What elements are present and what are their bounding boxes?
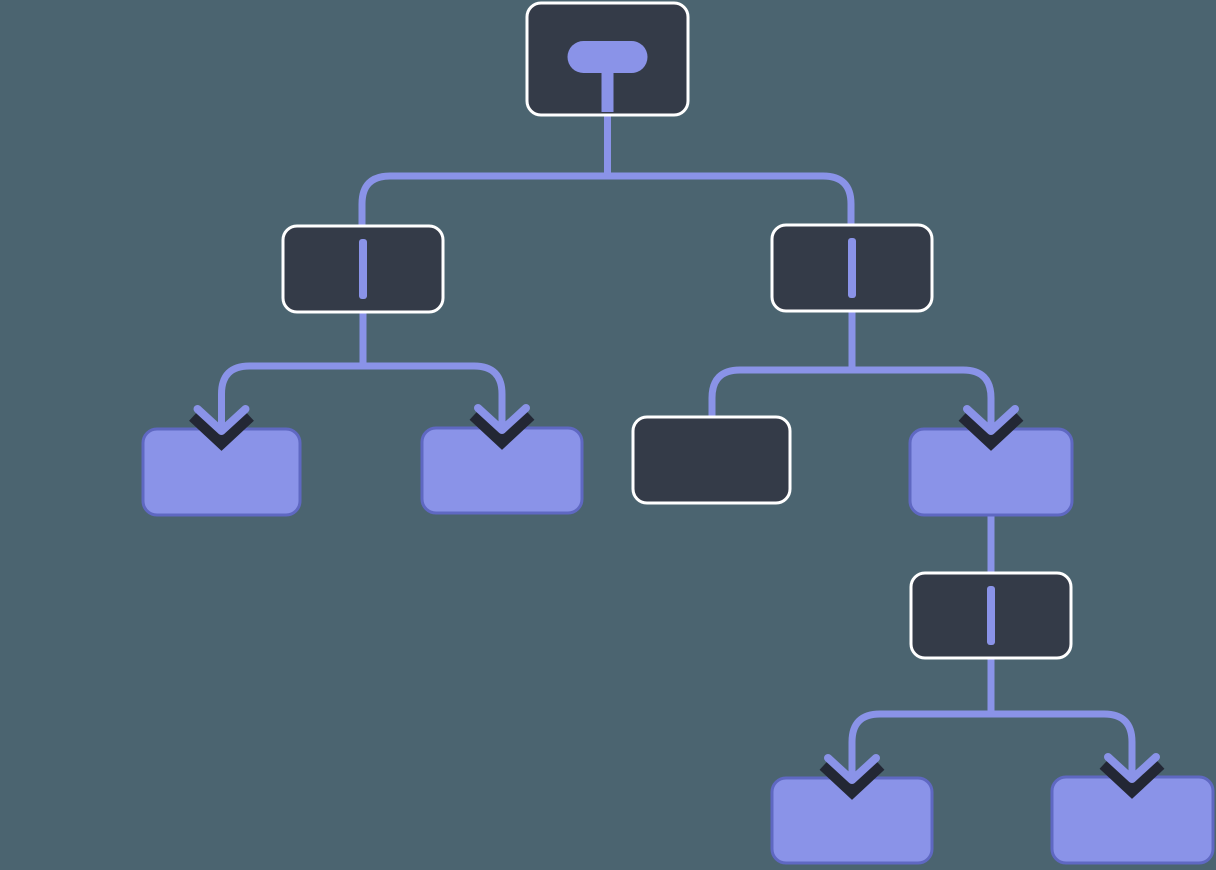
arrow-outer-chevron (958, 411, 1024, 451)
connector-edge-bottom-branch (848, 710, 1136, 776)
connector-edge-trunk (358, 172, 855, 226)
arrow-inner-chevron (193, 405, 250, 435)
connector-edge-right-branch (708, 366, 995, 427)
arrow-down-icon (1099, 753, 1165, 799)
arrow-outer-chevron (189, 411, 254, 451)
tree-node-leaf-dark (631, 415, 792, 505)
arrow-down-icon (958, 405, 1024, 451)
node-divider-line (359, 239, 367, 299)
tree-node-branch-right (770, 223, 934, 313)
arrow-inner-chevron (963, 405, 1019, 435)
arrow-down-icon (819, 754, 885, 800)
pill-stem (601, 70, 614, 112)
arrow-inner-chevron (474, 404, 530, 434)
arrow-down-icon (469, 404, 535, 450)
arrow-outer-chevron (1099, 759, 1165, 799)
arrow-inner-chevron (1104, 753, 1160, 783)
arrow-outer-chevron (469, 410, 535, 450)
connector-edge-left-branch (218, 362, 506, 427)
arrow-outer-chevron (819, 760, 885, 800)
tree-node-branch-mid (909, 571, 1073, 660)
pill-label-shape (567, 41, 648, 73)
tree-node-branch-left (281, 224, 445, 314)
tree-node-root (525, 1, 690, 117)
arrow-down-icon (189, 405, 254, 451)
arrow-inner-chevron (824, 754, 880, 784)
node-divider-line (848, 238, 856, 298)
node-box-leaf-dark (631, 415, 792, 505)
node-divider-line (987, 586, 995, 645)
